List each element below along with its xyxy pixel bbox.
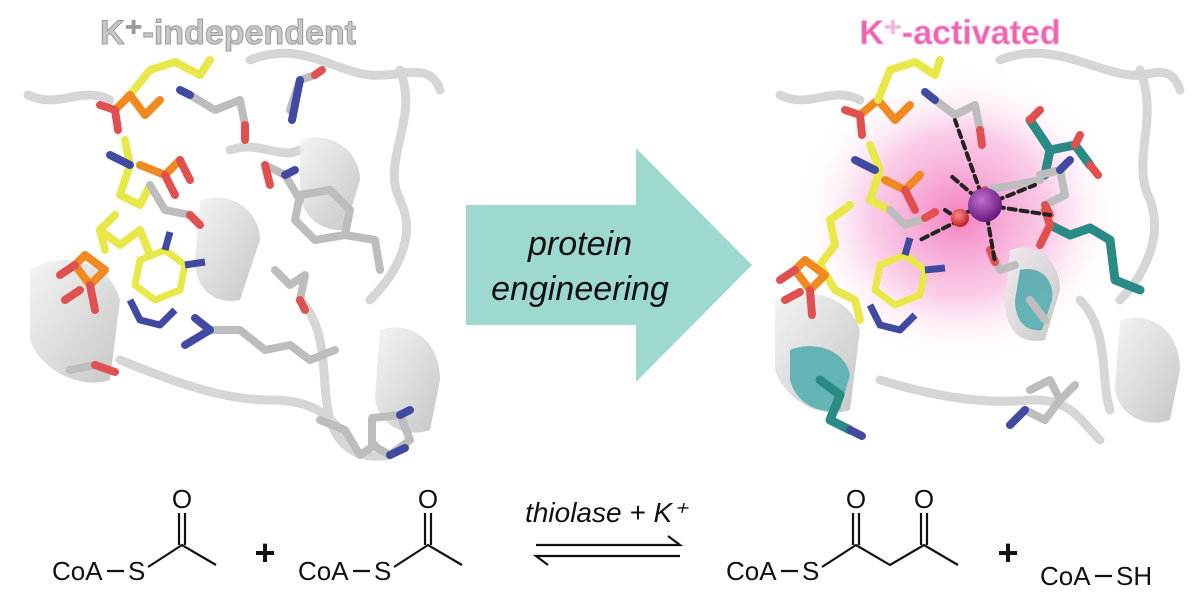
product-acetoacetyl-coa: CoA S O O <box>726 484 959 586</box>
equilibrium-arrows: thiolase + K⁺ <box>525 497 689 566</box>
water-oxygen-atom <box>951 209 969 227</box>
right-adenine-ring <box>866 237 946 334</box>
right-side-nitrogens <box>921 88 1074 429</box>
reactant2-coa-label: CoA <box>298 556 349 586</box>
right-teal-residues <box>815 115 1145 435</box>
reactant2-o-label: O <box>418 484 438 514</box>
left-nitrogen-tips <box>176 76 414 459</box>
product2-coa-label: CoA <box>1040 561 1091 591</box>
right-protein-structure <box>775 48 1185 445</box>
plus-sign-1: + <box>254 532 275 573</box>
product1-o2-label: O <box>914 484 934 514</box>
right-helix-segments <box>775 247 1180 423</box>
right-side-chains <box>886 96 1079 424</box>
left-protein-structure <box>23 48 445 461</box>
protein-engineering-arrow: protein engineering <box>466 148 752 382</box>
right-teal-nitrogen <box>846 426 866 440</box>
plus-sign-2: + <box>997 532 1018 573</box>
arrow-label-line1: protein <box>527 225 632 263</box>
product1-o1-label: O <box>846 484 866 514</box>
reactant1-coa-label: CoA <box>52 556 103 586</box>
reactant1-o-label: O <box>172 484 192 514</box>
arrow-shape <box>466 148 752 382</box>
arrow-label-line2: engineering <box>491 270 669 308</box>
left-coa-ligand <box>56 56 214 314</box>
product-coa-sh: CoA SH <box>1040 561 1152 591</box>
product1-coa-label: CoA <box>726 556 777 586</box>
title-k-independent: K⁺-independent <box>100 14 356 52</box>
reactant-acetyl-coa-2: CoA S O <box>298 484 463 586</box>
right-ribbon-backbone <box>775 48 1185 445</box>
reactant1-s-label: S <box>128 556 145 586</box>
potassium-ion <box>968 188 1002 222</box>
left-adenine-ring <box>126 231 206 329</box>
reactant-acetyl-coa-1: CoA S O <box>52 484 217 586</box>
right-coa-ligand <box>776 56 944 324</box>
product2-sh-label: SH <box>1116 561 1152 591</box>
product1-s-label: S <box>802 556 819 586</box>
left-oxygen-tips <box>91 66 326 376</box>
enzyme-label: thiolase + K⁺ <box>525 497 689 528</box>
reaction-scheme: CoA S O + CoA S O thiolase + K⁺ CoA <box>52 484 1152 591</box>
reactant2-s-label: S <box>374 556 391 586</box>
title-k-activated: K⁺-activated <box>859 14 1060 52</box>
